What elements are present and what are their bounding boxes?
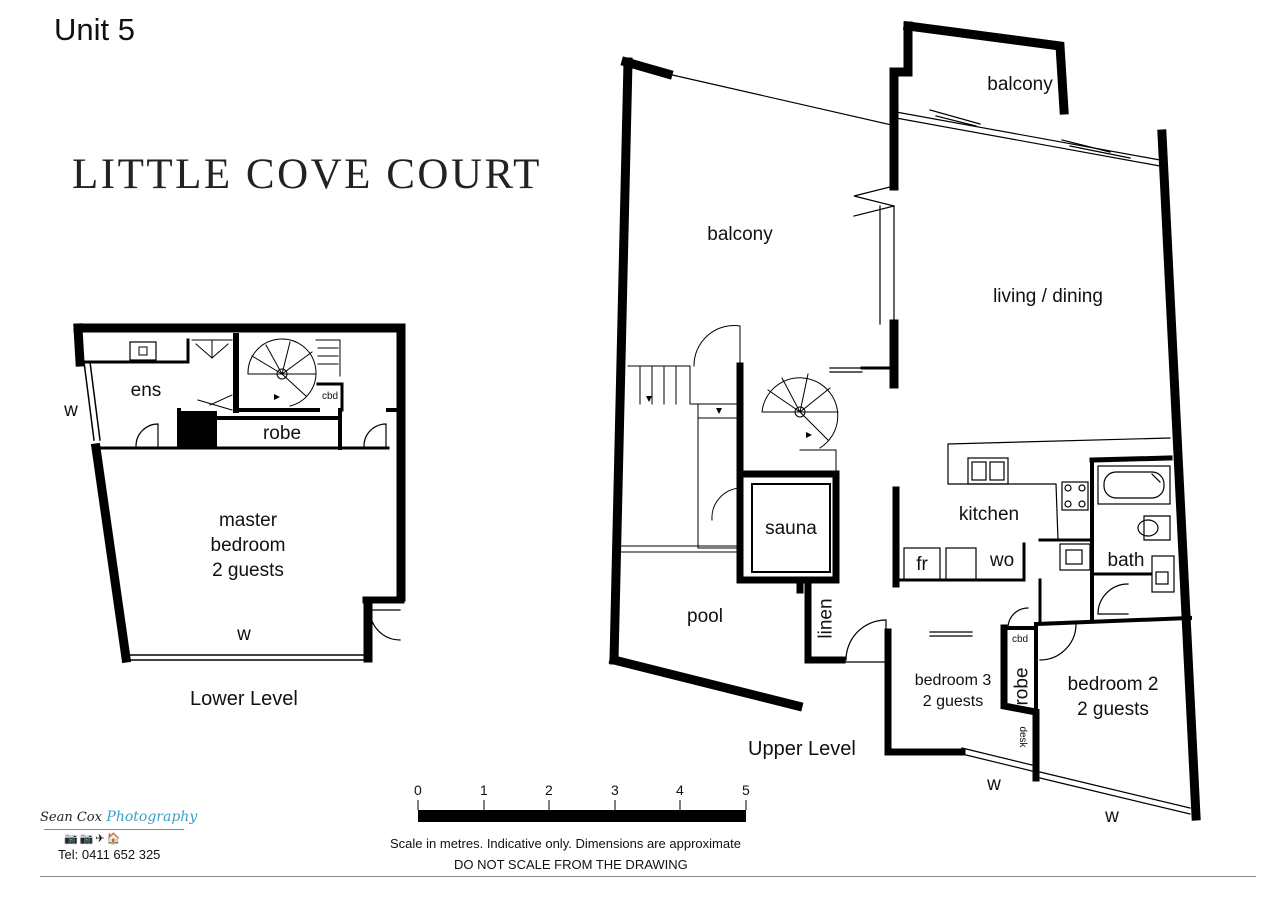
room-label-linen: linen — [815, 598, 837, 639]
room-label-sauna: sauna — [765, 518, 817, 539]
scale-bar-graphic — [417, 800, 747, 822]
phone-number: Tel: 0411 652 325 — [58, 847, 161, 862]
scale-tick-5: 5 — [742, 782, 750, 798]
room-label-bath: bath — [1107, 550, 1145, 571]
scale-tick-0: 0 — [414, 782, 422, 798]
logo-wordmark: Sean Cox Photography — [40, 808, 200, 826]
room-label-desk: desk — [1017, 726, 1028, 748]
window-label-lower-left: w — [64, 400, 78, 421]
camera-drone-icons: 📷📷✈🏠 — [64, 833, 123, 845]
scale-tick-4: 4 — [676, 782, 684, 798]
room-label-balcony-top: balcony — [987, 74, 1053, 95]
upper-level-label: Upper Level — [748, 738, 856, 760]
room-label-cupboard-lower: cbd — [321, 391, 339, 402]
lower-level-walls — [73, 323, 406, 664]
room-label-wall-oven: wo — [989, 550, 1015, 571]
unit-title: Unit 5 — [54, 12, 135, 47]
logo-name-part1: Sean Cox — [40, 810, 102, 825]
bedroom3-line-2: 2 guests — [922, 693, 984, 710]
upper-level-walls — [608, 20, 1201, 821]
property-name: LITTLE COVE COURT — [72, 151, 542, 198]
master-line-3: 2 guests — [212, 560, 284, 581]
scale-tick-2: 2 — [545, 782, 553, 798]
bedroom3-line-1: bedroom 3 — [914, 672, 992, 689]
room-label-fridge: fr — [916, 554, 928, 575]
photographer-logo: Sean Cox Photography 📷📷✈🏠 Tel: 0411 652 … — [40, 808, 200, 862]
scale-note-1: Scale in metres. Indicative only. Dimens… — [390, 836, 741, 851]
master-line-1: master — [218, 510, 278, 531]
lower-level-label: Lower Level — [190, 688, 298, 710]
room-label-living-dining: living / dining — [993, 286, 1103, 307]
room-label-ensuite: ens — [130, 380, 162, 401]
window-label-bedroom-3: w — [987, 774, 1001, 795]
room-label-bedroom-3: bedroom 3 2 guests — [898, 670, 1008, 712]
room-label-cupboard-upper: cbd — [1011, 634, 1029, 645]
logo-name-part2: Photography — [106, 809, 198, 825]
room-label-robe-upper: robe — [1011, 667, 1033, 706]
room-label-pool: pool — [687, 606, 723, 627]
window-label-lower-bottom: w — [237, 624, 251, 645]
master-line-2: bedroom — [210, 535, 286, 556]
room-label-bedroom-2: bedroom 2 2 guests — [1048, 672, 1178, 722]
room-label-kitchen: kitchen — [958, 504, 1020, 525]
room-label-balcony-main: balcony — [707, 224, 773, 245]
footer-divider — [40, 876, 1256, 877]
logo-rule — [44, 829, 184, 830]
room-label-master-bedroom: master bedroom 2 guests — [178, 508, 318, 583]
bedroom2-line-1: bedroom 2 — [1067, 674, 1159, 695]
scale-tick-1: 1 — [480, 782, 488, 798]
scale-tick-3: 3 — [611, 782, 619, 798]
bedroom2-line-2: 2 guests — [1077, 699, 1149, 720]
room-label-robe-lower: robe — [262, 423, 302, 444]
window-label-bedroom-2: w — [1105, 806, 1119, 827]
scale-note-2: DO NOT SCALE FROM THE DRAWING — [454, 857, 688, 872]
